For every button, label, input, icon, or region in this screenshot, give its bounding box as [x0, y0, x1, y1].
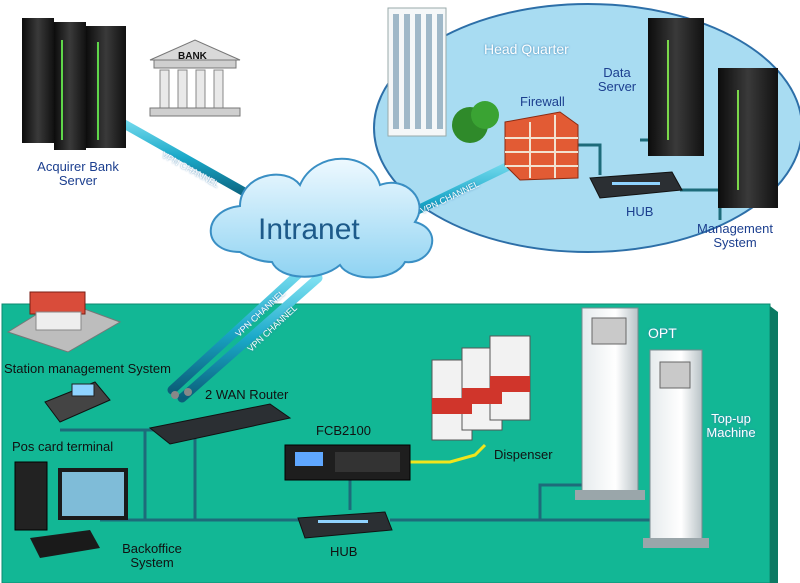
- station-management-label: Station management System: [4, 361, 171, 376]
- wan-router-label: 2 WAN Router: [205, 387, 289, 402]
- fuel-dispensers: [431, 335, 531, 441]
- management-system-label: Management System: [695, 222, 775, 250]
- pos-terminal-label: Pos card terminal: [12, 439, 114, 454]
- wan-router: [148, 388, 292, 445]
- data-server-line1: Data: [603, 65, 631, 80]
- hub-top-device: [589, 171, 683, 199]
- firewall: [504, 111, 579, 181]
- topup-label: Top-up Machine: [700, 412, 762, 440]
- opt-kiosk: [575, 307, 645, 500]
- data-server-label: Data Server: [592, 66, 642, 94]
- fcb2100-label: FCB2100: [316, 423, 371, 438]
- topup-line1: Top-up: [711, 411, 751, 426]
- hub-bottom-label: HUB: [330, 544, 358, 559]
- backoffice-pc: [14, 461, 128, 558]
- intranet-label: Intranet: [258, 213, 360, 246]
- topup-line2: Machine: [706, 425, 756, 440]
- acquirer-label-line1: Acquirer Bank: [37, 159, 119, 174]
- opt-label: OPT: [648, 325, 677, 341]
- acquirer-bank-server-label: Acquirer Bank Server: [18, 160, 138, 188]
- data-server: [648, 18, 704, 156]
- headquarter-building: [387, 7, 499, 143]
- pos-terminal: [44, 381, 111, 423]
- dispenser-label: Dispenser: [494, 447, 553, 462]
- management-system-server: [718, 68, 778, 208]
- bank-building: [149, 39, 241, 117]
- hub-bottom-device: [297, 511, 393, 539]
- acquirer-bank-server: [22, 18, 126, 150]
- management-line1: Management: [697, 221, 773, 236]
- backoffice-label: Backoffice System: [112, 542, 192, 570]
- acquirer-label-line2: Server: [58, 173, 98, 188]
- firewall-label: Firewall: [520, 94, 565, 109]
- backoffice-line2: System: [130, 555, 174, 570]
- topup-kiosk: [643, 349, 709, 548]
- hub-top-label: HUB: [626, 204, 654, 219]
- backoffice-line1: Backoffice: [122, 541, 182, 556]
- data-server-line2: Server: [597, 79, 637, 94]
- head-quarter-label: Head Quarter: [484, 41, 569, 57]
- fcb2100-device: [284, 444, 411, 481]
- gas-station: [6, 291, 122, 353]
- station-panel-shadow: [770, 306, 778, 583]
- serial-line: [410, 443, 487, 464]
- intranet-cloud: [209, 157, 434, 279]
- bank-sign-label: BANK: [178, 51, 207, 62]
- management-line2: System: [713, 235, 757, 250]
